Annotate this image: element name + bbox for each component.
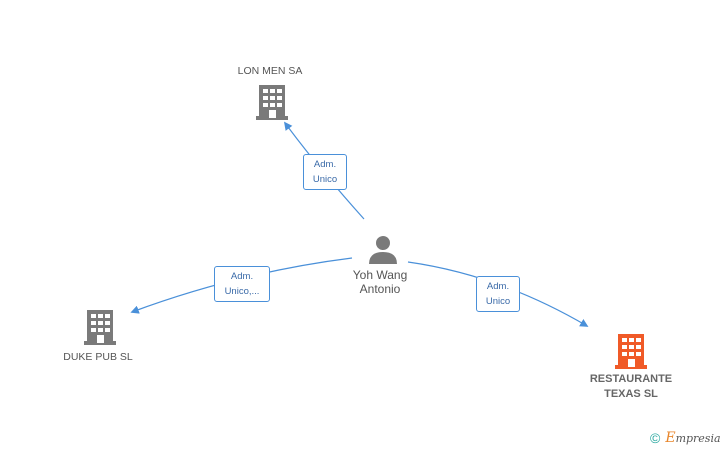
footer-brand: © Empresia bbox=[650, 430, 721, 446]
company-name-line2: TEXAS SL bbox=[604, 388, 658, 400]
relation-label-lon-men: Adm. Unico bbox=[303, 154, 347, 190]
relation-detail: Unico bbox=[485, 296, 511, 307]
person-name-line2: Antonio bbox=[359, 282, 401, 296]
brand-logo: Empresia bbox=[665, 430, 720, 446]
company-name-lon-men[interactable]: LON MEN SA bbox=[237, 65, 303, 77]
person-name-line1: Yoh Wang bbox=[352, 268, 408, 282]
relation-label-restaurante: Adm. Unico bbox=[476, 276, 520, 312]
brand-rest: mpresia bbox=[675, 432, 721, 445]
relation-role: Adm. bbox=[486, 281, 510, 292]
company-name-restaurante-texas[interactable]: RESTAURANTE TEXAS SL bbox=[571, 372, 691, 402]
building-icon[interactable] bbox=[256, 84, 288, 120]
relation-detail: Unico,... bbox=[224, 286, 260, 297]
building-icon[interactable] bbox=[615, 333, 647, 369]
relation-detail: Unico bbox=[312, 174, 338, 185]
company-name-duke-pub[interactable]: DUKE PUB SL bbox=[63, 351, 133, 363]
relation-role: Adm. bbox=[313, 159, 337, 170]
person-icon[interactable] bbox=[368, 234, 398, 264]
relation-role: Adm. bbox=[230, 271, 254, 282]
building-icon[interactable] bbox=[84, 309, 116, 345]
company-name-line1: RESTAURANTE bbox=[589, 373, 673, 385]
relation-label-duke-pub: Adm. Unico,... bbox=[214, 266, 270, 302]
copyright-symbol: © bbox=[650, 430, 661, 446]
person-name[interactable]: Yoh Wang Antonio bbox=[330, 268, 430, 296]
brand-initial: E bbox=[665, 430, 676, 446]
